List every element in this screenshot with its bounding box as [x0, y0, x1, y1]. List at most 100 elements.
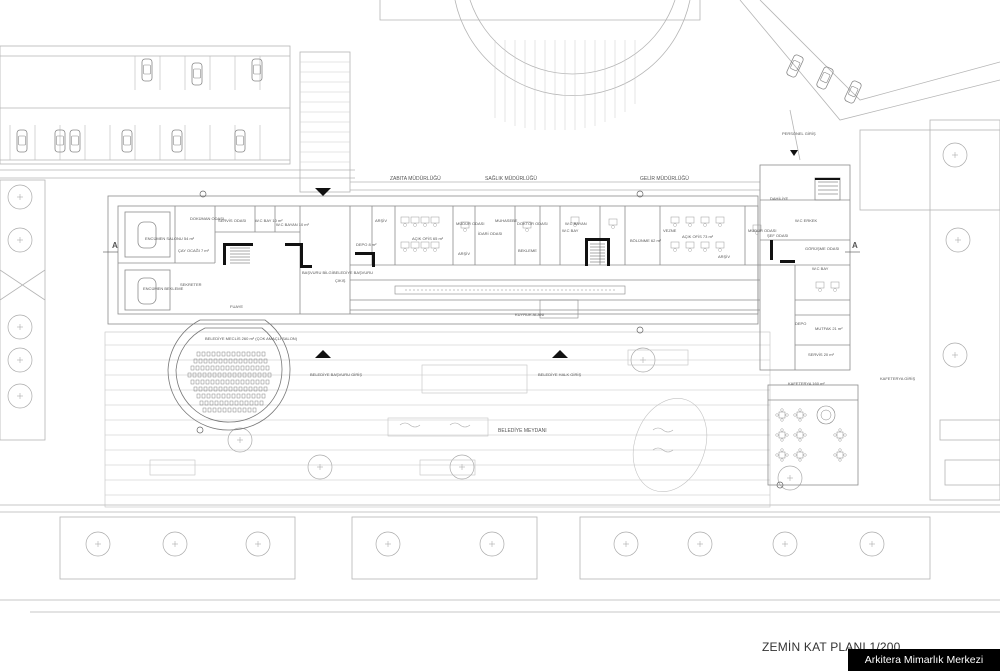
hall-seat	[240, 379, 245, 385]
hall-seat	[259, 400, 264, 406]
room-arsiv-3: ARŞİV	[718, 254, 730, 259]
hall-seat	[251, 393, 256, 399]
room-gorusme: GÖRÜŞME ODASI	[805, 246, 839, 251]
hall-seat	[204, 400, 209, 406]
hall-seat	[246, 393, 251, 399]
hall-seat	[255, 365, 260, 371]
hall-seat	[245, 379, 250, 385]
hall-seat	[193, 386, 198, 392]
room-dahiliye: DAHİLİYE	[770, 196, 789, 201]
room-wc-bay-3: W.C BAY	[812, 266, 829, 271]
room-wc-bayan-1: W.C BAYAN 10 m²	[276, 222, 310, 227]
room-bolunme: BÖLÜNME 62 m²	[630, 238, 662, 243]
room-doktor-odasi: DOKTOR ODASI	[517, 221, 548, 226]
hall-seat	[190, 365, 195, 371]
hall-seat	[203, 358, 208, 364]
hall-seat	[252, 407, 257, 413]
section-marker-left: A	[112, 241, 118, 250]
room-idari-odasi: İDARİ ODASI	[478, 231, 502, 236]
hall-seat	[219, 400, 224, 406]
hall-seat	[206, 351, 211, 357]
hall-seating	[187, 351, 272, 413]
section-markers	[103, 190, 860, 489]
room-personel-giris: PERSONEL GİRİŞ	[782, 131, 816, 136]
hall-seat	[249, 400, 254, 406]
room-servis-odasi: SERVİS ODASI	[218, 218, 246, 223]
hall-seat	[233, 358, 238, 364]
hall-seat	[221, 351, 226, 357]
hall-seat	[261, 351, 266, 357]
room-encumen-salonu: ENCÜMEN SALONU 54 m²	[145, 236, 195, 241]
room-kuyruk-alani: KUYRUK ALANI	[515, 312, 544, 317]
hall-seat	[207, 407, 212, 413]
hall-seat	[241, 351, 246, 357]
cafeteria-tables	[775, 405, 847, 462]
hall-seat	[200, 379, 205, 385]
hall-seat	[218, 358, 223, 364]
hall-seat	[227, 372, 232, 378]
hall-seat	[263, 358, 268, 364]
hall-seat	[215, 379, 220, 385]
service-counter	[394, 285, 626, 319]
building-outline	[107, 164, 859, 486]
hall-seat	[262, 372, 267, 378]
hall-seat	[237, 372, 242, 378]
room-bekleme: BEKLEME	[518, 248, 537, 253]
room-sef-odasi: ŞEF ODASI	[767, 233, 788, 238]
hall-seat	[198, 386, 203, 392]
hall-seat	[207, 372, 212, 378]
hall-seat	[200, 365, 205, 371]
hall-seat	[243, 386, 248, 392]
room-wc-erkek: W.C ERKEK	[795, 218, 818, 223]
room-kafeterya-giris: KAFETERYA GİRİŞ	[880, 376, 916, 381]
hall-seat	[190, 379, 195, 385]
room-depo: DEPO 8 m²	[356, 242, 377, 247]
hall-seat	[258, 386, 263, 392]
hall-seat	[226, 393, 231, 399]
hall-seat	[248, 386, 253, 392]
room-arsiv-2: ARŞİV	[458, 251, 470, 256]
room-dokuman: DOKÜMAN ODASI	[190, 216, 224, 221]
hall-seat	[222, 372, 227, 378]
section-marker-right: A	[852, 241, 858, 250]
hall-seat	[227, 407, 232, 413]
hall-seat	[236, 351, 241, 357]
hall-seat	[223, 386, 228, 392]
credit-badge: Arkitera Mimarlık Merkezi	[848, 649, 1000, 671]
hall-seat	[265, 365, 270, 371]
hall-seat	[212, 372, 217, 378]
saglik-label: SAĞLIK MÜDÜRLÜĞÜ	[485, 175, 537, 182]
hall-seat	[208, 358, 213, 364]
hall-seat	[247, 407, 252, 413]
room-basvuru-bilgi: BAŞVURU BİLGİ	[302, 270, 333, 275]
room-cay-ocagi: ÇAY OCAĞI 7 m²	[178, 248, 210, 253]
room-mudur-odasi: MÜDÜR ODASI	[456, 221, 484, 226]
hall-seat	[230, 365, 235, 371]
hall-seat	[223, 358, 228, 364]
hall-seat	[250, 379, 255, 385]
room-servis: SERVİS 20 m²	[808, 352, 835, 357]
hall-seat	[222, 407, 227, 413]
hall-seat	[198, 358, 203, 364]
hall-seat	[211, 393, 216, 399]
hall-seat	[232, 407, 237, 413]
hall-seat	[214, 400, 219, 406]
hall-seat	[216, 351, 221, 357]
room-fuaye: FUAYE	[230, 304, 243, 309]
room-vezne: VEZNE	[663, 228, 677, 233]
room-basvuru-cikis: ÇIKIŞ	[335, 278, 346, 283]
room-mutfak: MUTFAK 21 m²	[815, 326, 843, 331]
hall-seat	[217, 407, 222, 413]
hall-seat	[201, 393, 206, 399]
hall-seat	[242, 372, 247, 378]
hall-seat	[240, 365, 245, 371]
hall-seat	[212, 407, 217, 413]
hall-seat	[230, 379, 235, 385]
hall-seat	[203, 386, 208, 392]
hall-seat	[250, 365, 255, 371]
hall-seat	[236, 393, 241, 399]
hall-seat	[243, 358, 248, 364]
room-arsiv: ARŞİV	[375, 218, 387, 223]
room-wc-bay-2: W.C BAY	[562, 228, 579, 233]
hall-seat	[258, 358, 263, 364]
